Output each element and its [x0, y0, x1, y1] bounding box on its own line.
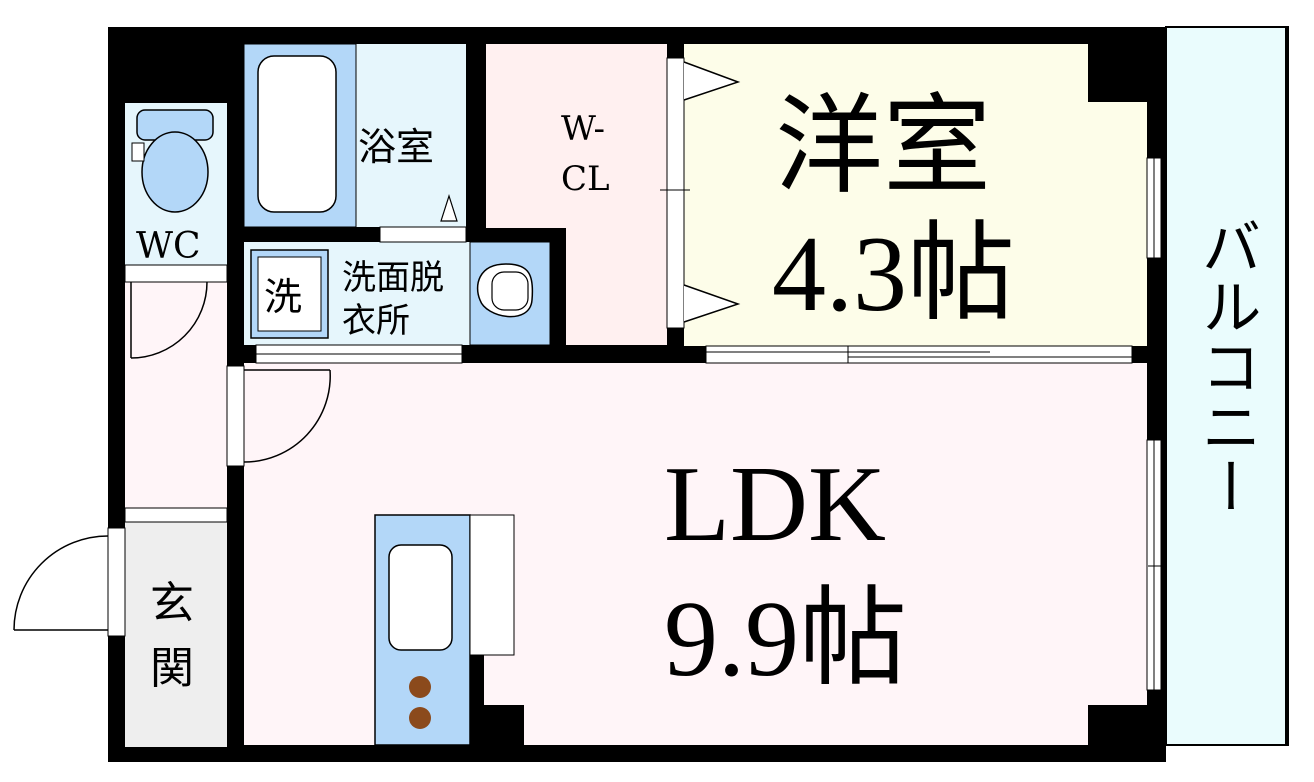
sliding-door-western-ldk	[705, 345, 1133, 364]
washer-label: 洗	[264, 275, 302, 319]
western-room-size: 4.3帖	[772, 215, 1015, 334]
hallway	[125, 266, 227, 510]
entrance-door-arc	[13, 535, 109, 631]
bath-door	[379, 226, 467, 243]
closet-door-leaf-bottom	[683, 284, 741, 323]
kitchen-pillar-right	[510, 705, 524, 745]
washroom-label-line2: 衣所	[342, 301, 410, 341]
stove-burner-2	[409, 707, 431, 729]
entrance-step	[124, 507, 228, 523]
ldk-door-frame	[226, 365, 245, 467]
entrance-door-frame	[107, 527, 126, 637]
bath-label: 浴室	[358, 125, 434, 169]
walk-in-closet	[486, 44, 667, 228]
ldk-door-arc	[243, 369, 331, 463]
washing-machine-inner	[257, 256, 322, 332]
toilet-paper	[131, 142, 145, 162]
toilet-bowl	[141, 131, 209, 213]
washroom-label-line1: 洗面脱	[342, 258, 444, 298]
western-room	[684, 44, 1147, 346]
entrance-label-line2: 関	[150, 643, 194, 694]
closet-door-frame	[666, 57, 685, 329]
kitchen-pillar	[470, 655, 484, 745]
wcl-label-line2: CL	[561, 159, 610, 199]
western-room-name: 洋室	[775, 88, 991, 207]
wc-door-arc	[130, 281, 208, 359]
wc-label: WC	[136, 226, 201, 267]
kitchen-shelf	[469, 514, 515, 656]
ldk-room-size: 9.9帖	[664, 580, 907, 699]
balcony-label: バルコニー	[1191, 216, 1261, 516]
wash-basin-bowl	[491, 271, 529, 311]
wcl-label-line1: W-	[561, 109, 605, 149]
wc-door-frame	[124, 264, 228, 283]
bathtub-basin	[257, 55, 337, 213]
balcony-area	[1165, 26, 1289, 746]
ldk-room-name: LDK	[664, 445, 886, 564]
stove-burner-1	[409, 676, 431, 698]
entrance-label-line1: 玄	[150, 578, 194, 629]
walk-in-closet-lower	[566, 227, 667, 345]
closet-door-leaf-top	[683, 61, 741, 101]
kitchen-sink	[388, 544, 453, 651]
entrance-room	[125, 522, 227, 747]
bath-door-leaf	[440, 194, 458, 222]
